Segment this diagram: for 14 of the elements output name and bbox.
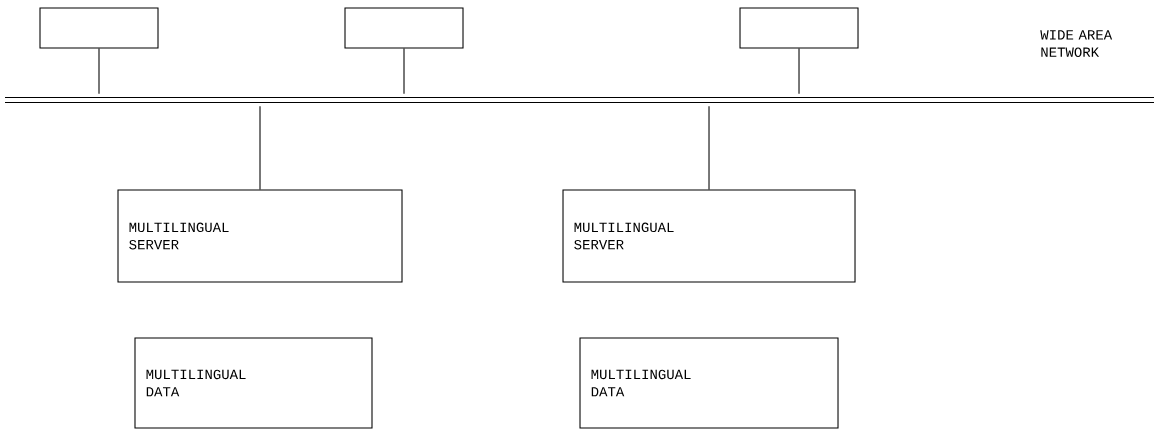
computer-box	[344, 7, 464, 49]
network-label: WIDE AREA NETWORK	[1040, 30, 1113, 57]
labelled-box: MULTILINGUAL SERVER	[117, 189, 403, 283]
labelled-box: MULTILINGUAL DATA	[134, 337, 373, 429]
connector-line	[708, 105, 710, 190]
computer-box	[39, 7, 159, 49]
connector-line	[798, 48, 800, 95]
labelled-box: MULTILINGUAL SERVER	[562, 189, 856, 283]
connector-line	[98, 48, 100, 95]
connector-line	[259, 105, 261, 190]
network-bar	[5, 96, 1154, 104]
computer-box	[739, 7, 859, 49]
connector-line	[403, 48, 405, 95]
labelled-box: MULTILINGUAL DATA	[579, 337, 839, 429]
